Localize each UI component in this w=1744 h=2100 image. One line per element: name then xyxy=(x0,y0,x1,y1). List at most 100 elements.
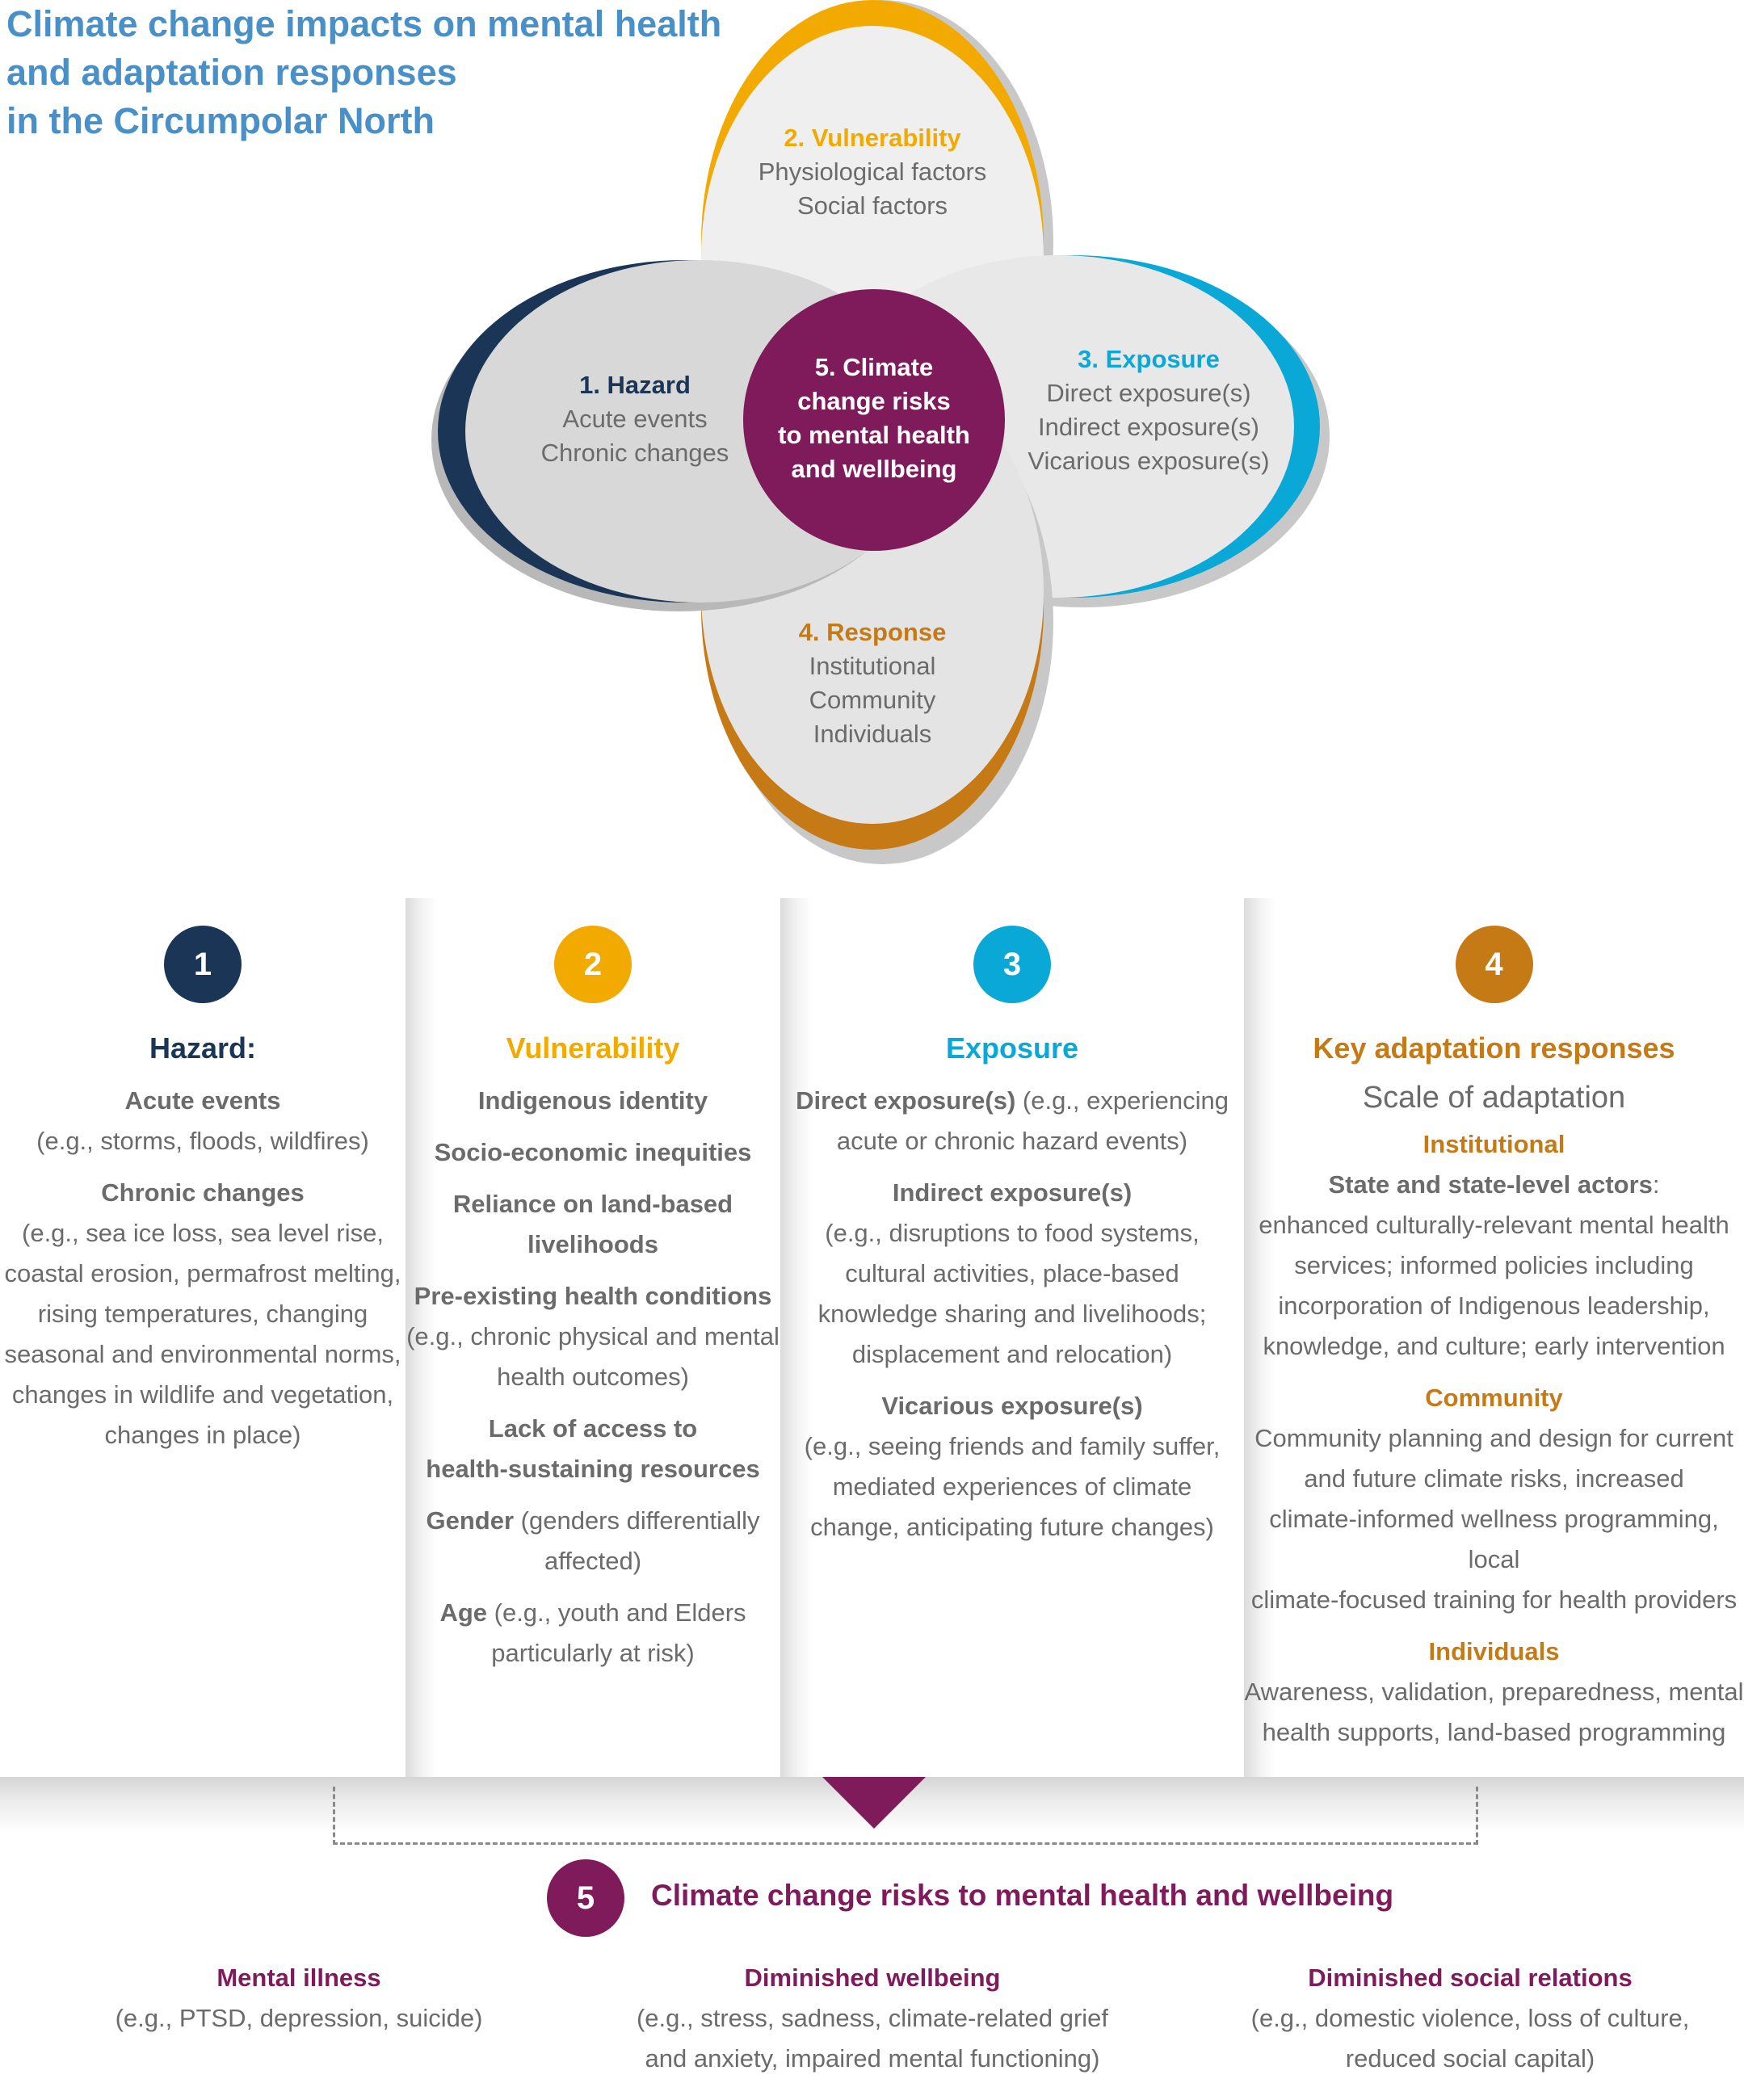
item-line: climate-informed wellness programming, l… xyxy=(1269,1505,1719,1573)
column-item: Reliance on land-based livelihoods xyxy=(406,1184,780,1265)
item-heading: Individuals xyxy=(1428,1637,1560,1665)
exposure-column-title: Exposure xyxy=(945,1031,1079,1065)
exposure-number-badge: 3 xyxy=(973,926,1051,1003)
item-line: seasonal and environmental norms, xyxy=(4,1340,401,1368)
center-circle xyxy=(743,289,1005,551)
item-line: and future climate risks, increased xyxy=(1304,1464,1684,1493)
hazard-items: Acute events(e.g., storms, floods, wildf… xyxy=(0,1081,406,1455)
item-rest-text: : xyxy=(1652,1170,1660,1199)
venn-exposure-line-2: Indirect exposure(s) xyxy=(1038,413,1259,441)
item-bold-line: livelihoods xyxy=(527,1230,658,1258)
item-line: mediated experiences of climate xyxy=(832,1472,1192,1501)
title-line-3: in the Circumpolar North xyxy=(6,100,435,141)
outcome-line: (e.g., PTSD, depression, suicide) xyxy=(115,2004,483,2032)
venn-vulnerability-line-2: Social factors xyxy=(796,191,948,220)
item-line: climate-focused training for health prov… xyxy=(1250,1586,1738,1614)
outcome-heading: Mental illness xyxy=(216,1964,381,1992)
item-line: Community planning and design for curren… xyxy=(1254,1424,1733,1452)
hazard-column-title: Hazard: xyxy=(149,1031,257,1065)
item-first-line: Lack of access to xyxy=(406,1409,780,1449)
column-item: Indigenous identity xyxy=(406,1081,780,1121)
item-first-line: Indigenous identity xyxy=(406,1081,780,1121)
item-first-line: Vicarious exposure(s) xyxy=(780,1386,1244,1426)
outcome-mental-illness: Mental illness (e.g., PTSD, depression, s… xyxy=(32,1958,565,2039)
venn-hazard-line-2: Chronic changes xyxy=(540,439,729,467)
item-first-line: Gender (genders differentially xyxy=(406,1501,780,1541)
item-line: (e.g., disruptions to food systems, xyxy=(825,1219,1200,1247)
column-item: Indirect exposure(s) (e.g., disruptions t… xyxy=(780,1173,1244,1375)
item-bold-text: Indigenous identity xyxy=(477,1086,708,1115)
risk-number-badge: 5 xyxy=(547,1859,624,1937)
item-line: knowledge sharing and livelihoods; xyxy=(817,1300,1207,1328)
item-first-line: Age (e.g., youth and Elders xyxy=(406,1593,780,1633)
item-rest-text: (e.g., experiencing xyxy=(1015,1086,1229,1115)
item-heading: Institutional xyxy=(1423,1130,1565,1158)
outcome-line: and anxiety, impaired mental functioning… xyxy=(645,2044,1100,2073)
outcome-diminished-social-relations: Diminished social relations (e.g., domest… xyxy=(1196,1958,1744,2079)
item-first-line: Reliance on land-based xyxy=(406,1184,780,1224)
venn-response-line-3: Individuals xyxy=(813,720,932,748)
item-bold-text: Vicarious exposure(s) xyxy=(881,1392,1143,1420)
outcome-heading: Diminished social relations xyxy=(1308,1964,1633,1992)
item-line: rising temperatures, changing xyxy=(37,1300,368,1328)
venn-hazard-text: 1. Hazard Acute events Chronic changes xyxy=(485,368,785,470)
outcome-line: reduced social capital) xyxy=(1345,2044,1595,2073)
venn-exposure-text: 3. Exposure Direct exposure(s) Indirect … xyxy=(1011,342,1286,478)
item-first-line: Direct exposure(s) (e.g., experiencing xyxy=(780,1081,1244,1121)
figure-title: Climate change impacts on mental health … xyxy=(6,0,722,145)
item-line: knowledge, and culture; early interventi… xyxy=(1263,1332,1725,1360)
response-column: 4 Key adaptation responses Scale of adap… xyxy=(1244,898,1744,1777)
response-column-title: Key adaptation responses xyxy=(1313,1031,1675,1065)
column-item: Lack of access to health-sustaining resou… xyxy=(406,1409,780,1489)
item-bold-text: Direct exposure(s) xyxy=(796,1086,1016,1115)
item-bold-line: health-sustaining resources xyxy=(426,1455,760,1483)
exposure-column: 3 Exposure Direct exposure(s) (e.g., exp… xyxy=(780,898,1244,1777)
hazard-number-badge: 1 xyxy=(164,926,242,1003)
item-bold-text: Chronic changes xyxy=(101,1178,305,1207)
item-heading: Community xyxy=(1425,1384,1563,1412)
item-line: cultural activities, place-based xyxy=(845,1259,1179,1287)
item-first-line: Indirect exposure(s) xyxy=(780,1173,1244,1213)
item-rest-text: (genders differentially xyxy=(514,1506,760,1535)
venn-vulnerability-line-1: Physiological factors xyxy=(758,158,987,186)
risk-title: Climate change risks to mental health an… xyxy=(651,1879,1394,1912)
vulnerability-number-badge: 2 xyxy=(554,926,632,1003)
column-item: Socio-economic inequities xyxy=(406,1132,780,1173)
outcome-line: (e.g., domestic violence, loss of cultur… xyxy=(1250,2004,1690,2032)
venn-center-line-1: 5. Climate xyxy=(814,353,934,381)
venn-center-line-4: and wellbeing xyxy=(791,455,957,483)
venn-vulnerability-text: 2. Vulnerability Physiological factors S… xyxy=(711,121,1034,223)
down-arrow-icon xyxy=(822,1777,926,1829)
item-line: (e.g., seeing friends and family suffer, xyxy=(804,1432,1221,1460)
item-line: Awareness, validation, preparedness, men… xyxy=(1244,1678,1744,1706)
venn-center-text: 5. Climate change risks to mental health… xyxy=(753,351,995,486)
item-line: incorporation of Indigenous leadership, xyxy=(1278,1292,1710,1320)
venn-exposure-line-3: Vicarious exposure(s) xyxy=(1027,447,1270,475)
item-bold-text: Pre-existing health conditions xyxy=(414,1282,772,1310)
item-line: changes in wildlife and vegetation, xyxy=(11,1380,394,1409)
column-item: Chronic changes(e.g., sea ice loss, sea … xyxy=(0,1173,406,1455)
column-item: Gender (genders differentially affected) xyxy=(406,1501,780,1581)
outcome-line: (e.g., stress, sadness, climate-related … xyxy=(636,2004,1109,2032)
item-line: affected) xyxy=(544,1547,642,1575)
response-column-subtitle: Scale of adaptation xyxy=(1362,1081,1626,1115)
vulnerability-column-title: Vulnerability xyxy=(506,1031,680,1065)
item-line: (e.g., chronic physical and mental xyxy=(406,1322,780,1350)
item-line: changes in place) xyxy=(104,1421,301,1449)
item-line: health outcomes) xyxy=(497,1363,689,1391)
item-bold-text: Gender xyxy=(426,1506,515,1535)
item-line: (e.g., storms, floods, wildfires) xyxy=(36,1127,369,1155)
item-bold-text: Reliance on land-based xyxy=(452,1190,733,1218)
item-bold-text: Lack of access to xyxy=(488,1414,698,1443)
hazard-column: 1 Hazard: Acute events(e.g., storms, flo… xyxy=(0,898,406,1777)
title-line-1: Climate change impacts on mental health xyxy=(6,3,722,44)
item-line: coastal erosion, permafrost melting, xyxy=(4,1259,401,1287)
venn-response-line-1: Institutional xyxy=(809,652,936,680)
